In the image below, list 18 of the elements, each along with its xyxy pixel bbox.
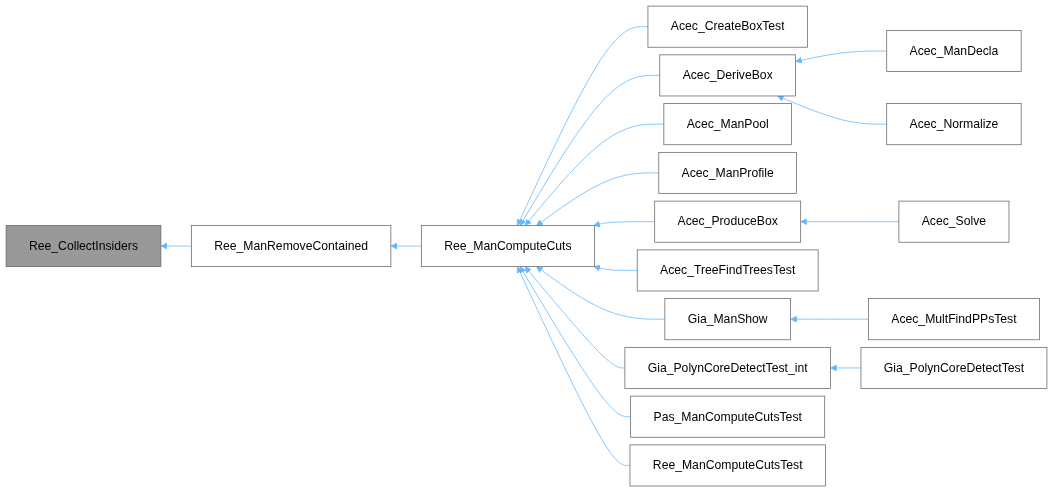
node-box: Acec_ManDecla: [886, 30, 1022, 73]
node-box: Gia_ManShow: [664, 298, 791, 341]
node-box: Ree_ManRemoveContained: [190, 225, 392, 268]
node-box: Acec_CreateBoxTest: [647, 6, 808, 49]
node-box: Acec_TreeFindTreesTest: [636, 249, 819, 292]
node-box: Acec_ManProfile: [658, 152, 797, 195]
node-box: Acec_Solve: [898, 201, 1010, 244]
node-box: Acec_DeriveBox: [659, 54, 796, 97]
node-box: Acec_Normalize: [886, 103, 1022, 146]
node-box: Ree_CollectInsiders: [5, 225, 162, 268]
node-box: Acec_ProduceBox: [654, 201, 802, 244]
node-box: Ree_ManComputeCutsTest: [629, 444, 826, 487]
node-box: Gia_PolynCoreDetectTest: [860, 347, 1048, 390]
node-box: Pas_ManComputeCutsTest: [630, 396, 826, 439]
node-box: Acec_ManPool: [663, 103, 792, 146]
node-box: Gia_PolynCoreDetectTest_int: [624, 347, 831, 390]
node-box: Ree_ManComputeCuts: [420, 225, 595, 268]
node-box: Acec_MultFindPPsTest: [868, 298, 1040, 341]
